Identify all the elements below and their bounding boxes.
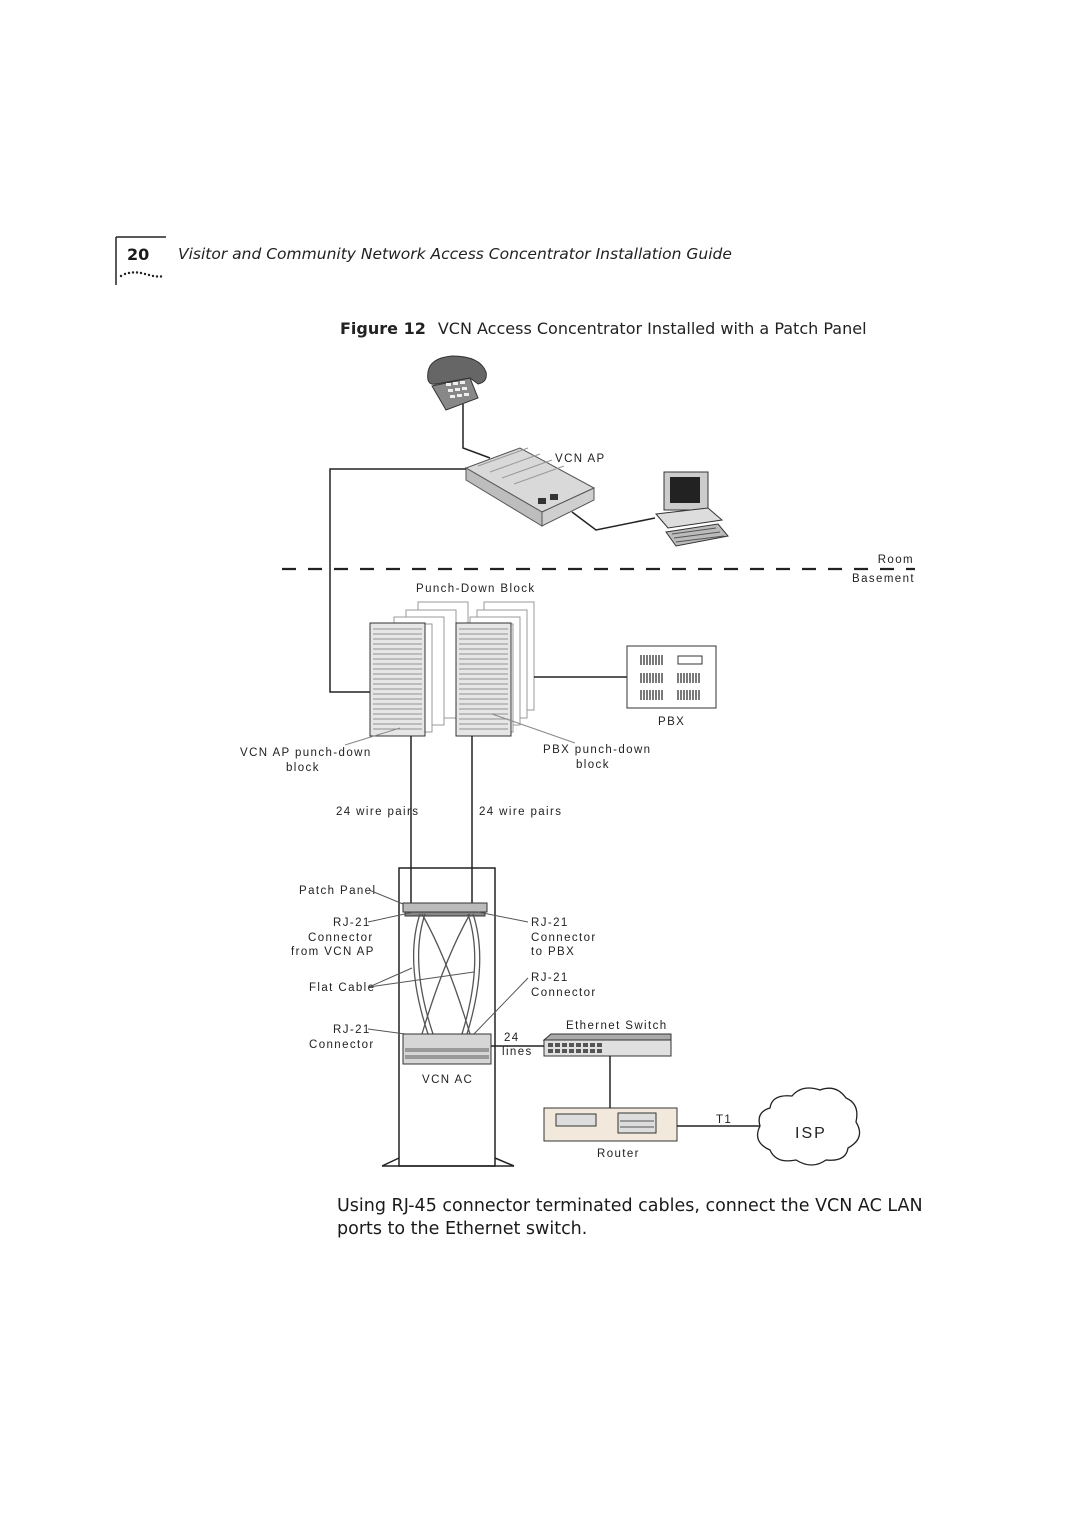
figure-caption: Figure 12 VCN Access Concentrator Install…	[340, 319, 867, 338]
patch-panel	[402, 902, 488, 917]
vcn-ap-punch-down-block	[369, 601, 469, 737]
computer-icon	[655, 471, 729, 547]
vcn-ap-block-label-line1: VCN AP punch-down	[240, 747, 372, 759]
ethernet-switch-label: Ethernet Switch	[566, 1020, 668, 1032]
pbx-label: PBX	[658, 716, 685, 728]
wire-pairs-right-label: 24 wire pairs	[479, 806, 562, 818]
to-pbx-label: to PBX	[531, 946, 575, 958]
pbx-block-label-line2: block	[576, 759, 610, 771]
rj21-bottom-label: RJ-21	[333, 1024, 371, 1036]
flat-cables	[412, 913, 481, 1035]
router-label: Router	[597, 1148, 640, 1160]
punch-down-block-label: Punch-Down Block	[416, 583, 536, 595]
basement-label: Basement	[852, 573, 915, 585]
flat-cable-label: Flat Cable	[309, 982, 375, 994]
body-paragraph: Using RJ-45 connector terminated cables,…	[337, 1196, 923, 1239]
connector-right-mid-label: Connector	[531, 987, 597, 999]
vcn-ap-device	[464, 447, 596, 527]
vcn-ac-label: VCN AC	[422, 1074, 473, 1086]
from-vcn-ap-label: from VCN AP	[291, 946, 375, 958]
page-number: 20	[127, 245, 150, 264]
running-header-title: Visitor and Community Network Access Con…	[178, 245, 732, 263]
pbx-unit	[626, 645, 717, 709]
t1-label: T1	[716, 1114, 732, 1126]
rj21-right-top-label: RJ-21	[531, 917, 569, 929]
connector-left-label: Connector	[308, 932, 374, 944]
equipment-rack	[381, 867, 515, 1167]
isp-label: ISP	[795, 1125, 827, 1142]
vcn-ap-block-label-line2: block	[286, 762, 320, 774]
lines-label: lines	[502, 1046, 533, 1058]
figure-title: VCN Access Concentrator Installed with a…	[437, 319, 867, 338]
telephone-icon	[427, 355, 487, 411]
room-label: Room	[878, 554, 914, 566]
pbx-block-label-line1: PBX punch-down	[543, 744, 651, 756]
vcn-ac-unit	[402, 1033, 492, 1065]
ethernet-switch	[542, 1033, 672, 1057]
rj21-right-mid-label: RJ-21	[531, 972, 569, 984]
wire-pairs-left-label: 24 wire pairs	[336, 806, 419, 818]
vcn-ap-label: VCN AP	[555, 453, 606, 465]
router	[543, 1107, 678, 1142]
rj21-left-label: RJ-21	[333, 917, 371, 929]
figure-label: Figure 12	[340, 319, 426, 338]
isp-cloud-icon	[756, 1087, 861, 1166]
lines-count-label: 24	[504, 1032, 520, 1044]
patch-panel-label: Patch Panel	[299, 885, 376, 897]
connector-right-top-label: Connector	[531, 932, 597, 944]
connector-bottom-label: Connector	[309, 1039, 375, 1051]
page-number-corner-mark	[115, 236, 166, 285]
